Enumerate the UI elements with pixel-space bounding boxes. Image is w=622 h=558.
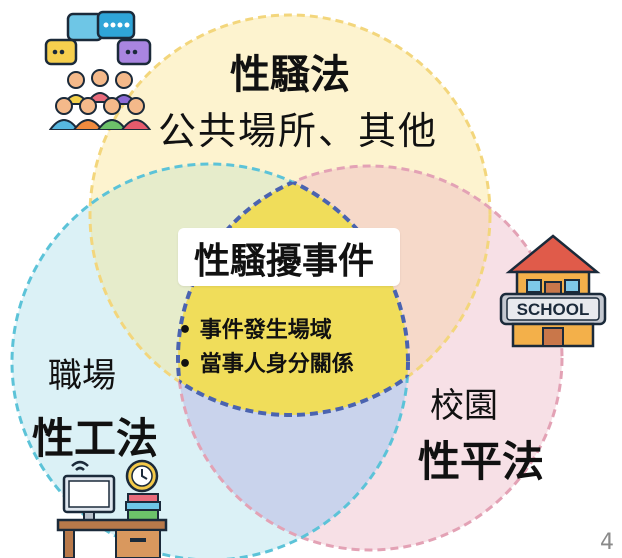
left-circle-place-label: 職場	[48, 356, 116, 396]
meeting-people-icon	[44, 10, 152, 130]
right-circle-place-label: 校園	[430, 386, 498, 426]
center-title: 性騷擾事件	[194, 241, 375, 282]
top-circle-scope-label: 公共場所、其他	[158, 109, 439, 153]
center-outline-left	[178, 166, 410, 415]
center-title-box	[178, 228, 400, 286]
right-circle-law-label: 性平法	[418, 437, 545, 486]
top-circle-law-label: 性騷法	[230, 52, 350, 98]
school-sign-text: SCHOOL	[517, 300, 590, 319]
page-number: 4	[600, 530, 614, 555]
left-circle-law-label: 性工法	[32, 414, 159, 463]
school-building-icon: SCHOOL	[499, 234, 607, 348]
center-bullet-location: • 事件發生場域	[178, 318, 332, 343]
center-bullet-relationship: • 當事人身分關係	[178, 352, 354, 377]
center-outline-top	[178, 166, 408, 417]
workplace-desk-icon	[56, 459, 168, 558]
